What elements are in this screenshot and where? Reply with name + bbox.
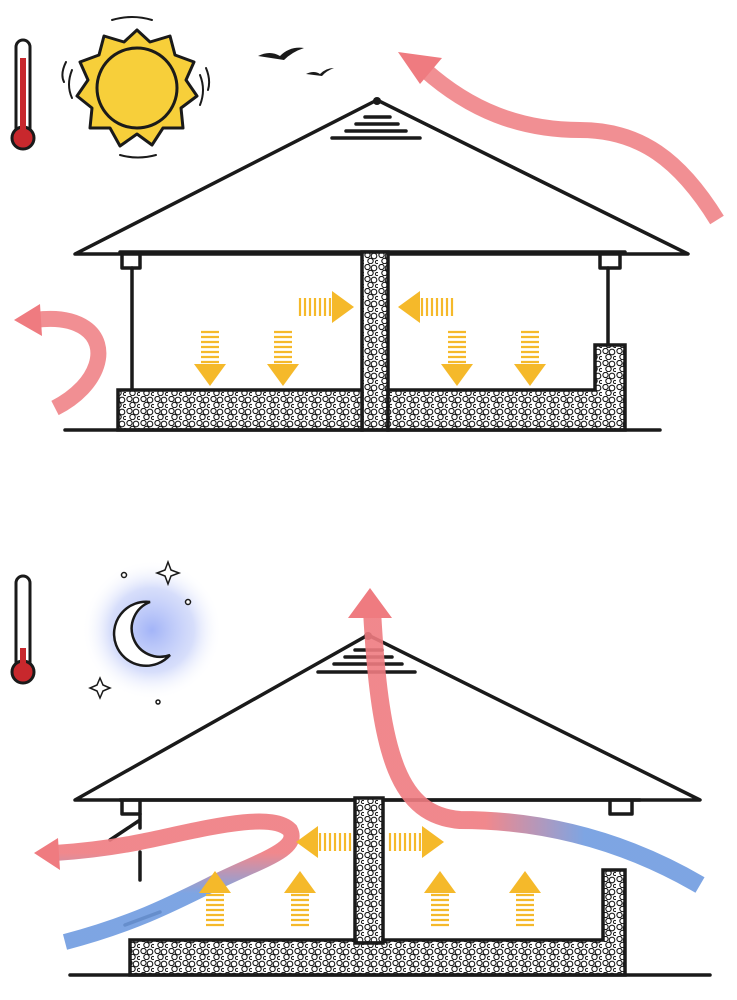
sun-icon — [61, 16, 211, 159]
day-scene — [10, 16, 724, 432]
down-arrow-icon — [439, 330, 475, 388]
thermal-mass-wall — [353, 796, 385, 945]
moon-icon — [112, 600, 171, 667]
warm-air-left-arrow — [14, 304, 107, 416]
down-arrow-icon — [192, 330, 228, 388]
floor-slab — [386, 343, 627, 432]
down-arrow-icon — [512, 330, 548, 388]
down-arrow-icon — [265, 330, 301, 388]
moon-glow — [82, 560, 222, 700]
left-arrow-icon — [396, 289, 454, 325]
roof-vent — [330, 115, 422, 140]
warm-air-exit-arrow — [398, 52, 724, 225]
right-arrow-icon — [298, 289, 356, 325]
cool-air-flow-left — [34, 813, 300, 950]
house-night — [68, 632, 712, 977]
house-day — [63, 97, 690, 432]
left-arrow-icon — [294, 824, 352, 860]
up-arrow-icon — [282, 869, 318, 927]
cool-air-flow-right — [348, 588, 705, 893]
thermal-mass-wall — [360, 250, 390, 432]
right-arrow-icon — [388, 824, 446, 860]
night-scene — [10, 559, 712, 977]
up-arrow-icon — [422, 869, 458, 927]
birds-icon — [258, 47, 334, 76]
up-arrow-icon — [507, 869, 543, 927]
stars-icon — [88, 559, 192, 705]
thermometer-icon — [10, 38, 36, 151]
thermometer-icon — [10, 574, 36, 685]
